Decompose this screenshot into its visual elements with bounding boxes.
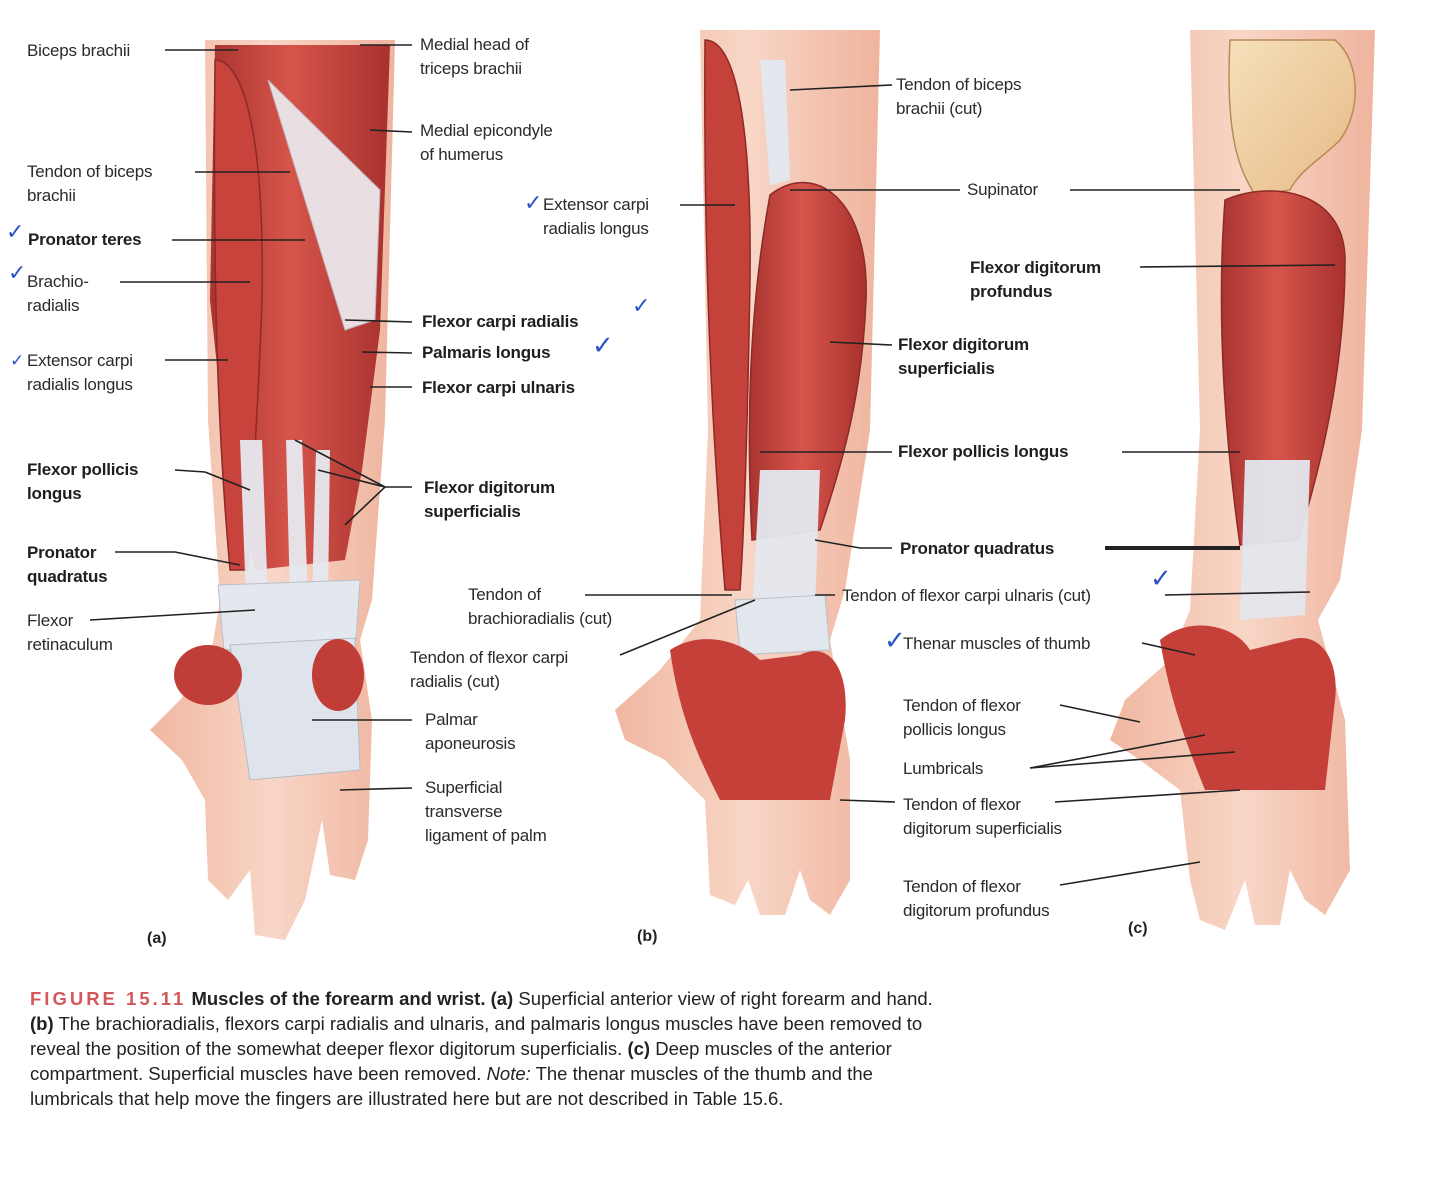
- panel-a-wrist-tendons: [240, 440, 330, 600]
- panel-b-wrist-tendons: [752, 470, 820, 615]
- label-brachioradialis: Brachio- radialis: [27, 272, 89, 315]
- label-tendon-fdp: Tendon of flexor digitorum profundus: [903, 877, 1050, 920]
- caption-note-label: Note:: [486, 1063, 531, 1084]
- panel-a-hypothenar: [312, 639, 364, 711]
- label-lumbricals: Lumbricals: [903, 759, 984, 778]
- panel-b-ecrl: [704, 39, 751, 591]
- label-palmaris-longus: Palmaris longus: [422, 343, 551, 362]
- caption-note-text: The thenar muscles of the thumb and the …: [30, 1063, 873, 1109]
- label-tendon-fcr-cut: Tendon of flexor carpi radialis (cut): [410, 648, 569, 691]
- caption-part-c-text: Deep muscles of the anterior compartment…: [30, 1038, 892, 1084]
- panel-a-letter: (a): [147, 930, 167, 947]
- check-mark-pronator-teres: ✓: [6, 220, 25, 245]
- label-tendon-brachioradialis-cut: Tendon of brachioradialis (cut): [468, 585, 613, 628]
- label-extensor-carpi-b: Extensor carpi radialis longus: [543, 195, 649, 238]
- label-extensor-carpi-a: Extensor carpi radialis longus: [27, 351, 133, 394]
- check-mark-tendon-fcu: ✓: [1150, 564, 1172, 594]
- caption-part-a-label: (a): [490, 988, 514, 1009]
- caption-part-a-text: Superficial anterior view of right forea…: [518, 988, 933, 1009]
- label-flexor-pollicis-longus-a: Flexor pollicis longus: [27, 460, 139, 503]
- panel-c-fdp: [1220, 190, 1346, 546]
- label-tendon-fcu-cut: Tendon of flexor carpi ulnaris (cut): [842, 586, 1091, 605]
- panel-a-thenar: [174, 645, 242, 705]
- label-medial-epicondyle: Medial epicondyle of humerus: [420, 121, 553, 164]
- label-pronator-teres: Pronator teres: [28, 230, 142, 249]
- caption-part-b-text: The brachioradialis, flexors carpi radia…: [30, 1013, 923, 1059]
- panel-b-fds: [748, 181, 867, 541]
- label-tendon-fds: Tendon of flexor digitorum superficialis: [903, 795, 1062, 838]
- check-mark-extensor-carpi-a: ✓: [10, 351, 25, 371]
- label-fdp: Flexor digitorum profundus: [970, 258, 1101, 301]
- leader-lines: [89, 44, 1336, 886]
- panel-c-arm: [1110, 30, 1375, 930]
- label-tendon-fpl: Tendon of flexor pollicis longus: [903, 696, 1021, 739]
- label-biceps-brachii: Biceps brachii: [27, 41, 131, 60]
- figure-label: FIGURE 15.11: [30, 988, 187, 1009]
- label-fds-b: Flexor digitorum superficialis: [898, 335, 1029, 378]
- panel-a-aponeurosis-sheet: [267, 79, 381, 331]
- panel-c-hand-muscles: [1160, 625, 1336, 790]
- label-palmar-aponeurosis: Palmar aponeurosis: [425, 710, 516, 753]
- label-pronator-quadratus-a: Pronator quadratus: [27, 543, 108, 586]
- panel-b-elbow-tendon: [760, 60, 790, 185]
- panel-c-letter: (c): [1128, 920, 1148, 937]
- figure-caption: FIGURE 15.11 Muscles of the forearm and …: [30, 986, 960, 1111]
- check-mark-thenar: ✓: [884, 626, 906, 656]
- check-mark-flexor-carpi-radialis: ✓: [632, 294, 651, 319]
- panel-c-bones: [1228, 39, 1356, 196]
- label-medial-head-triceps: Medial head of triceps brachii: [420, 35, 529, 78]
- check-mark-brachioradialis: ✓: [8, 261, 27, 286]
- label-fds-a: Flexor digitorum superficialis: [424, 478, 555, 521]
- panel-a-retinaculum: [217, 579, 361, 651]
- label-flexor-carpi-radialis: Flexor carpi radialis: [422, 312, 579, 331]
- label-tendon-biceps-cut: Tendon of biceps brachii (cut): [896, 75, 1022, 118]
- label-flexor-retinaculum: Flexor retinaculum: [27, 611, 113, 654]
- label-tendon-biceps: Tendon of biceps brachii: [27, 162, 153, 205]
- panel-b-palm: [734, 594, 831, 656]
- label-superficial-transverse-ligament: Superficial transverse ligament of palm: [425, 778, 547, 845]
- check-mark-palmaris-longus: ✓: [592, 331, 614, 361]
- caption-part-b-label: (b): [30, 1013, 54, 1034]
- panel-b-hand-muscles: [670, 639, 846, 800]
- label-pronator-quadratus-b: Pronator quadratus: [900, 539, 1055, 558]
- caption-title: Muscles of the forearm and wrist.: [191, 988, 486, 1009]
- label-flexor-pollicis-longus-b: Flexor pollicis longus: [898, 442, 1069, 461]
- label-flexor-carpi-ulnaris: Flexor carpi ulnaris: [422, 378, 575, 397]
- panel-b-letter: (b): [637, 928, 658, 945]
- label-supinator: Supinator: [967, 180, 1038, 199]
- label-thenar-muscles: Thenar muscles of thumb: [903, 634, 1091, 653]
- panel-b-arm: [615, 30, 880, 915]
- check-mark-extensor-carpi-b: ✓: [524, 191, 543, 216]
- panel-c-wrist-tendons: [1240, 460, 1310, 620]
- panel-a-arm: [150, 40, 395, 940]
- caption-part-c-label: (c): [627, 1038, 651, 1059]
